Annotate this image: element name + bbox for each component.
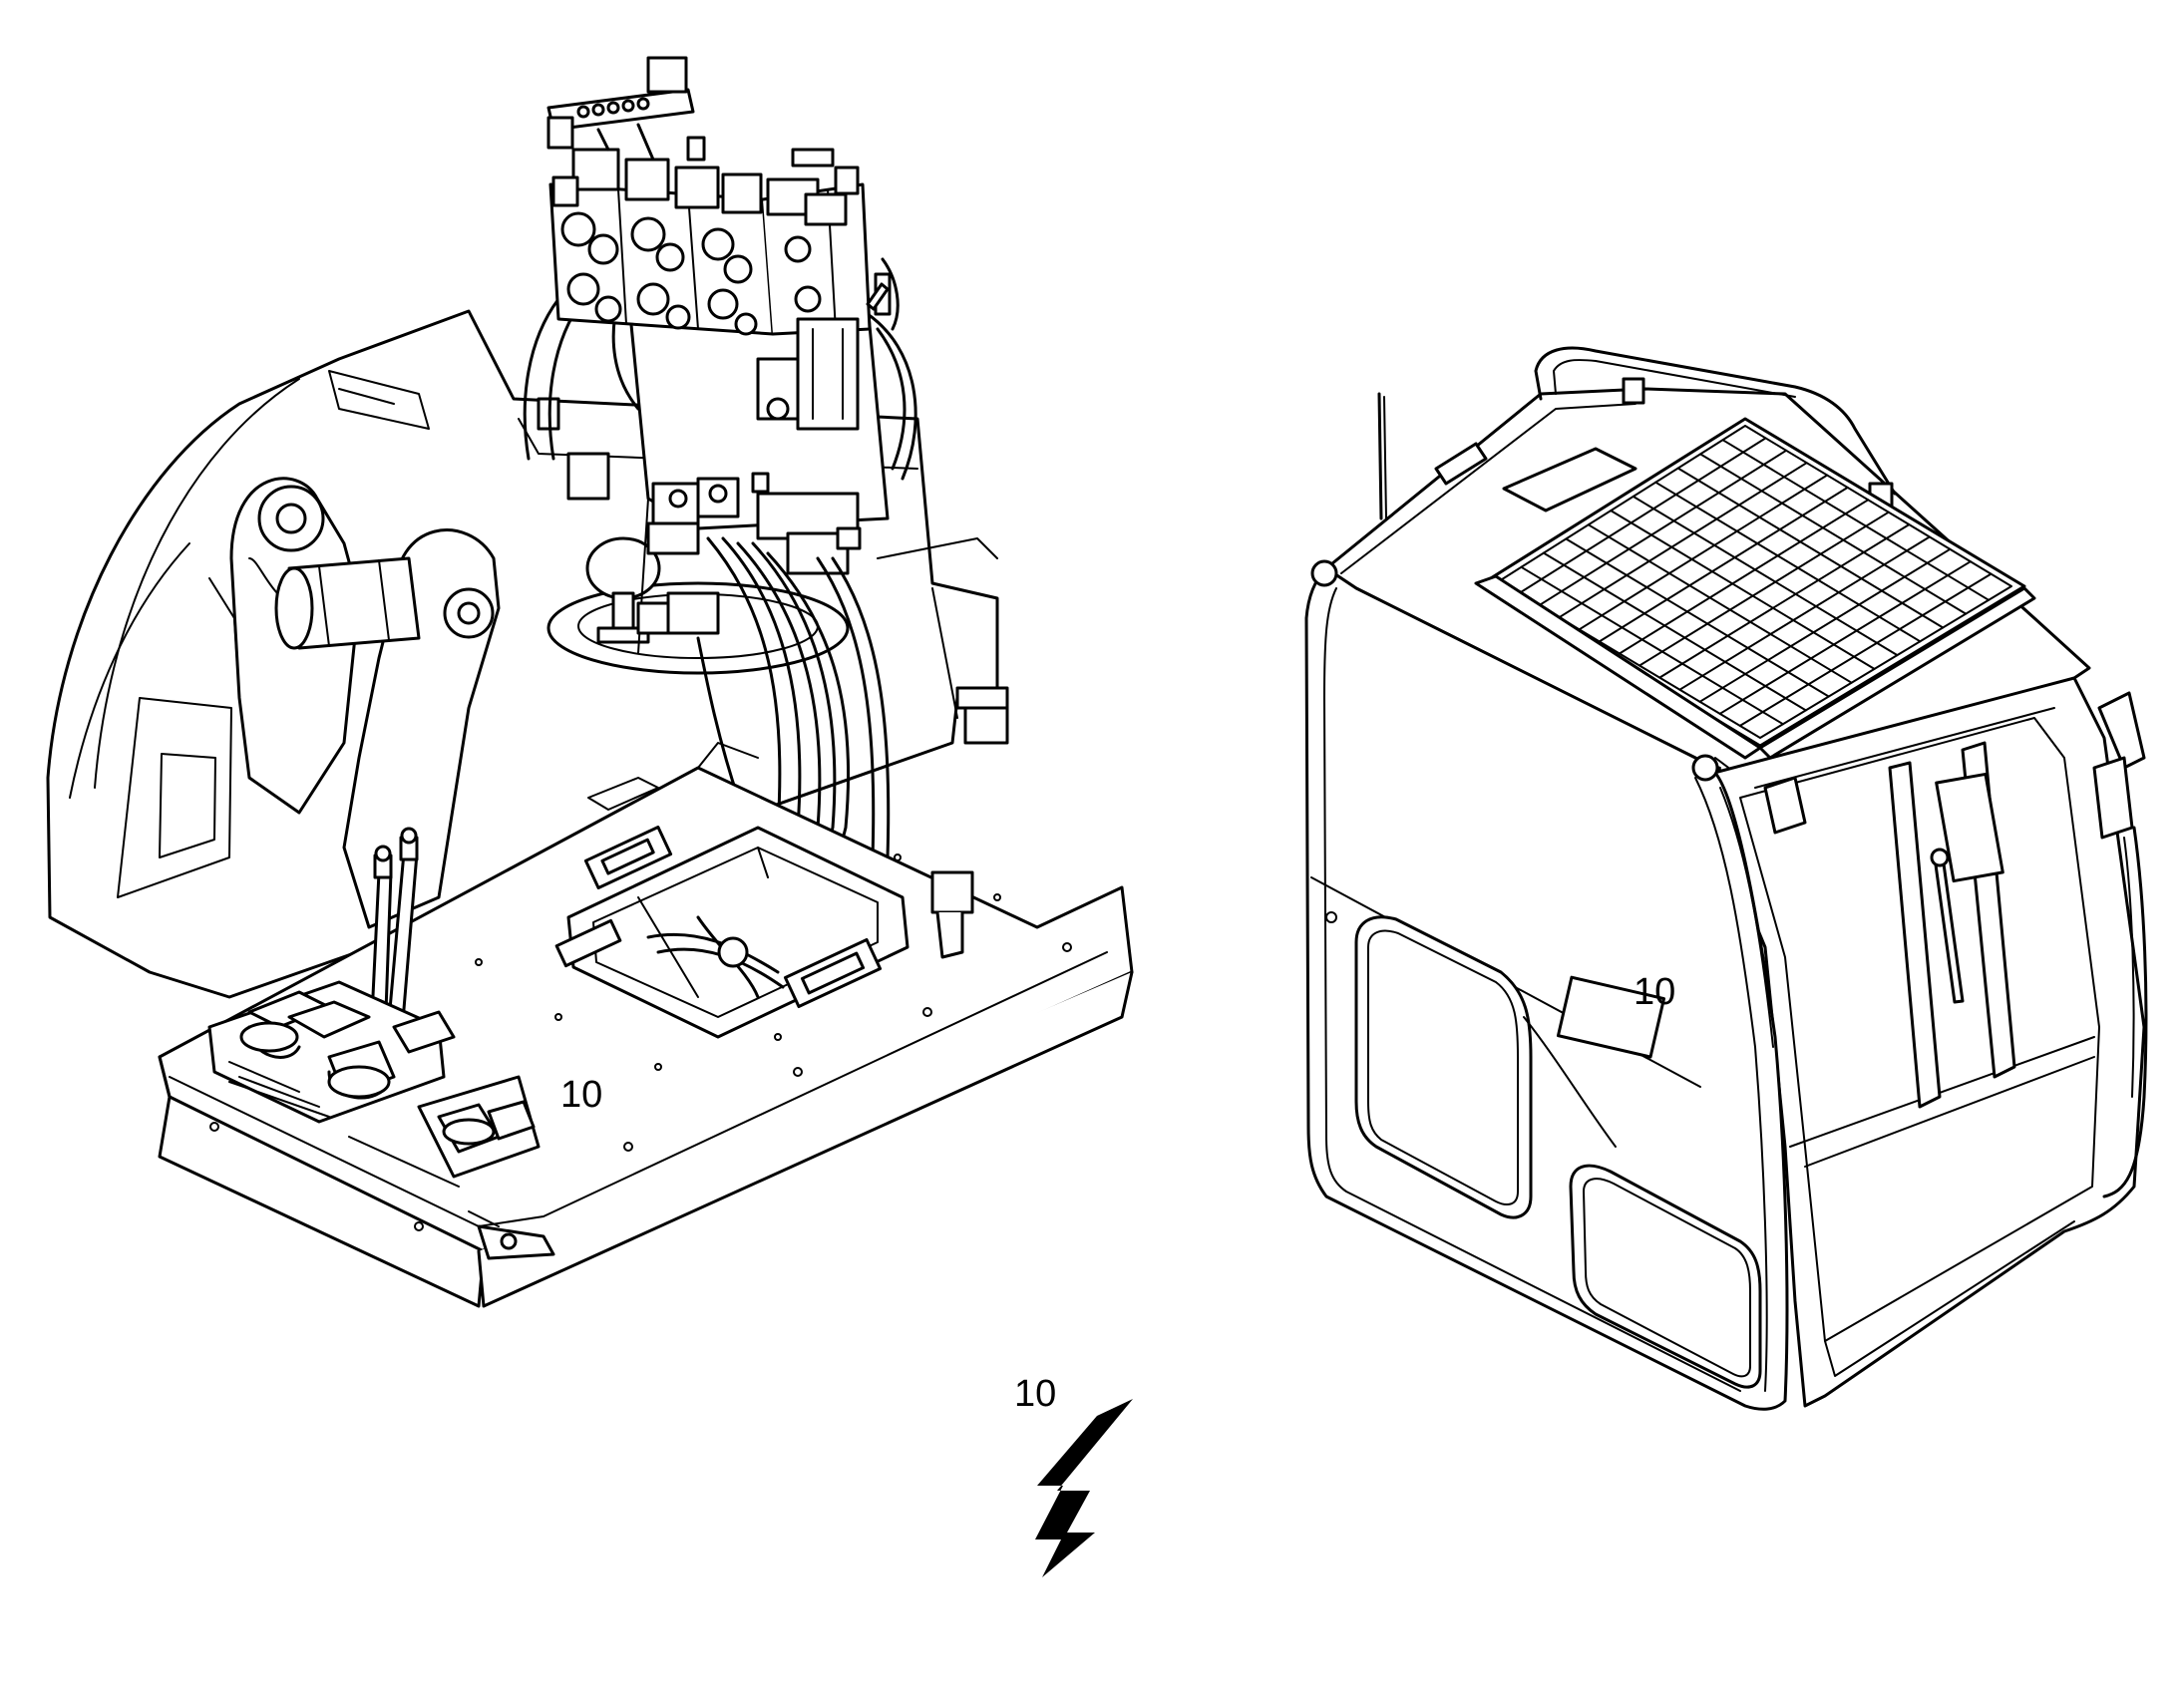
windshield-glass [1739,717,2100,1342]
pedal-assembly [207,980,541,1179]
platform-assembly [46,56,1134,1308]
solenoid-heads [551,136,860,226]
callout-cab: 10 [1634,971,1675,1013]
terminal-strip [546,56,695,162]
cab-door-window [1569,1164,1762,1389]
callout-platform: 10 [560,1074,602,1116]
pilot-manifold [636,472,862,635]
cab-label-plate [1556,975,1666,1059]
roof-guard-grid [1474,417,2036,760]
control-valve-block [548,182,872,431]
accumulator [585,536,661,644]
lightning-bolt-icon [1035,1399,1133,1577]
cab-left-side [1304,566,1789,1411]
roof-guard-grid-lines [1518,437,1993,727]
mirror-bracket [2092,691,2148,1198]
antenna [1377,392,1383,520]
roof-handrail [1534,346,1897,496]
cab-side-window-rear [1354,915,1533,1219]
hose-bundle [696,536,891,899]
cab-assembly [1304,346,2148,1411]
callout-electrical: 10 [1014,1373,1056,1415]
